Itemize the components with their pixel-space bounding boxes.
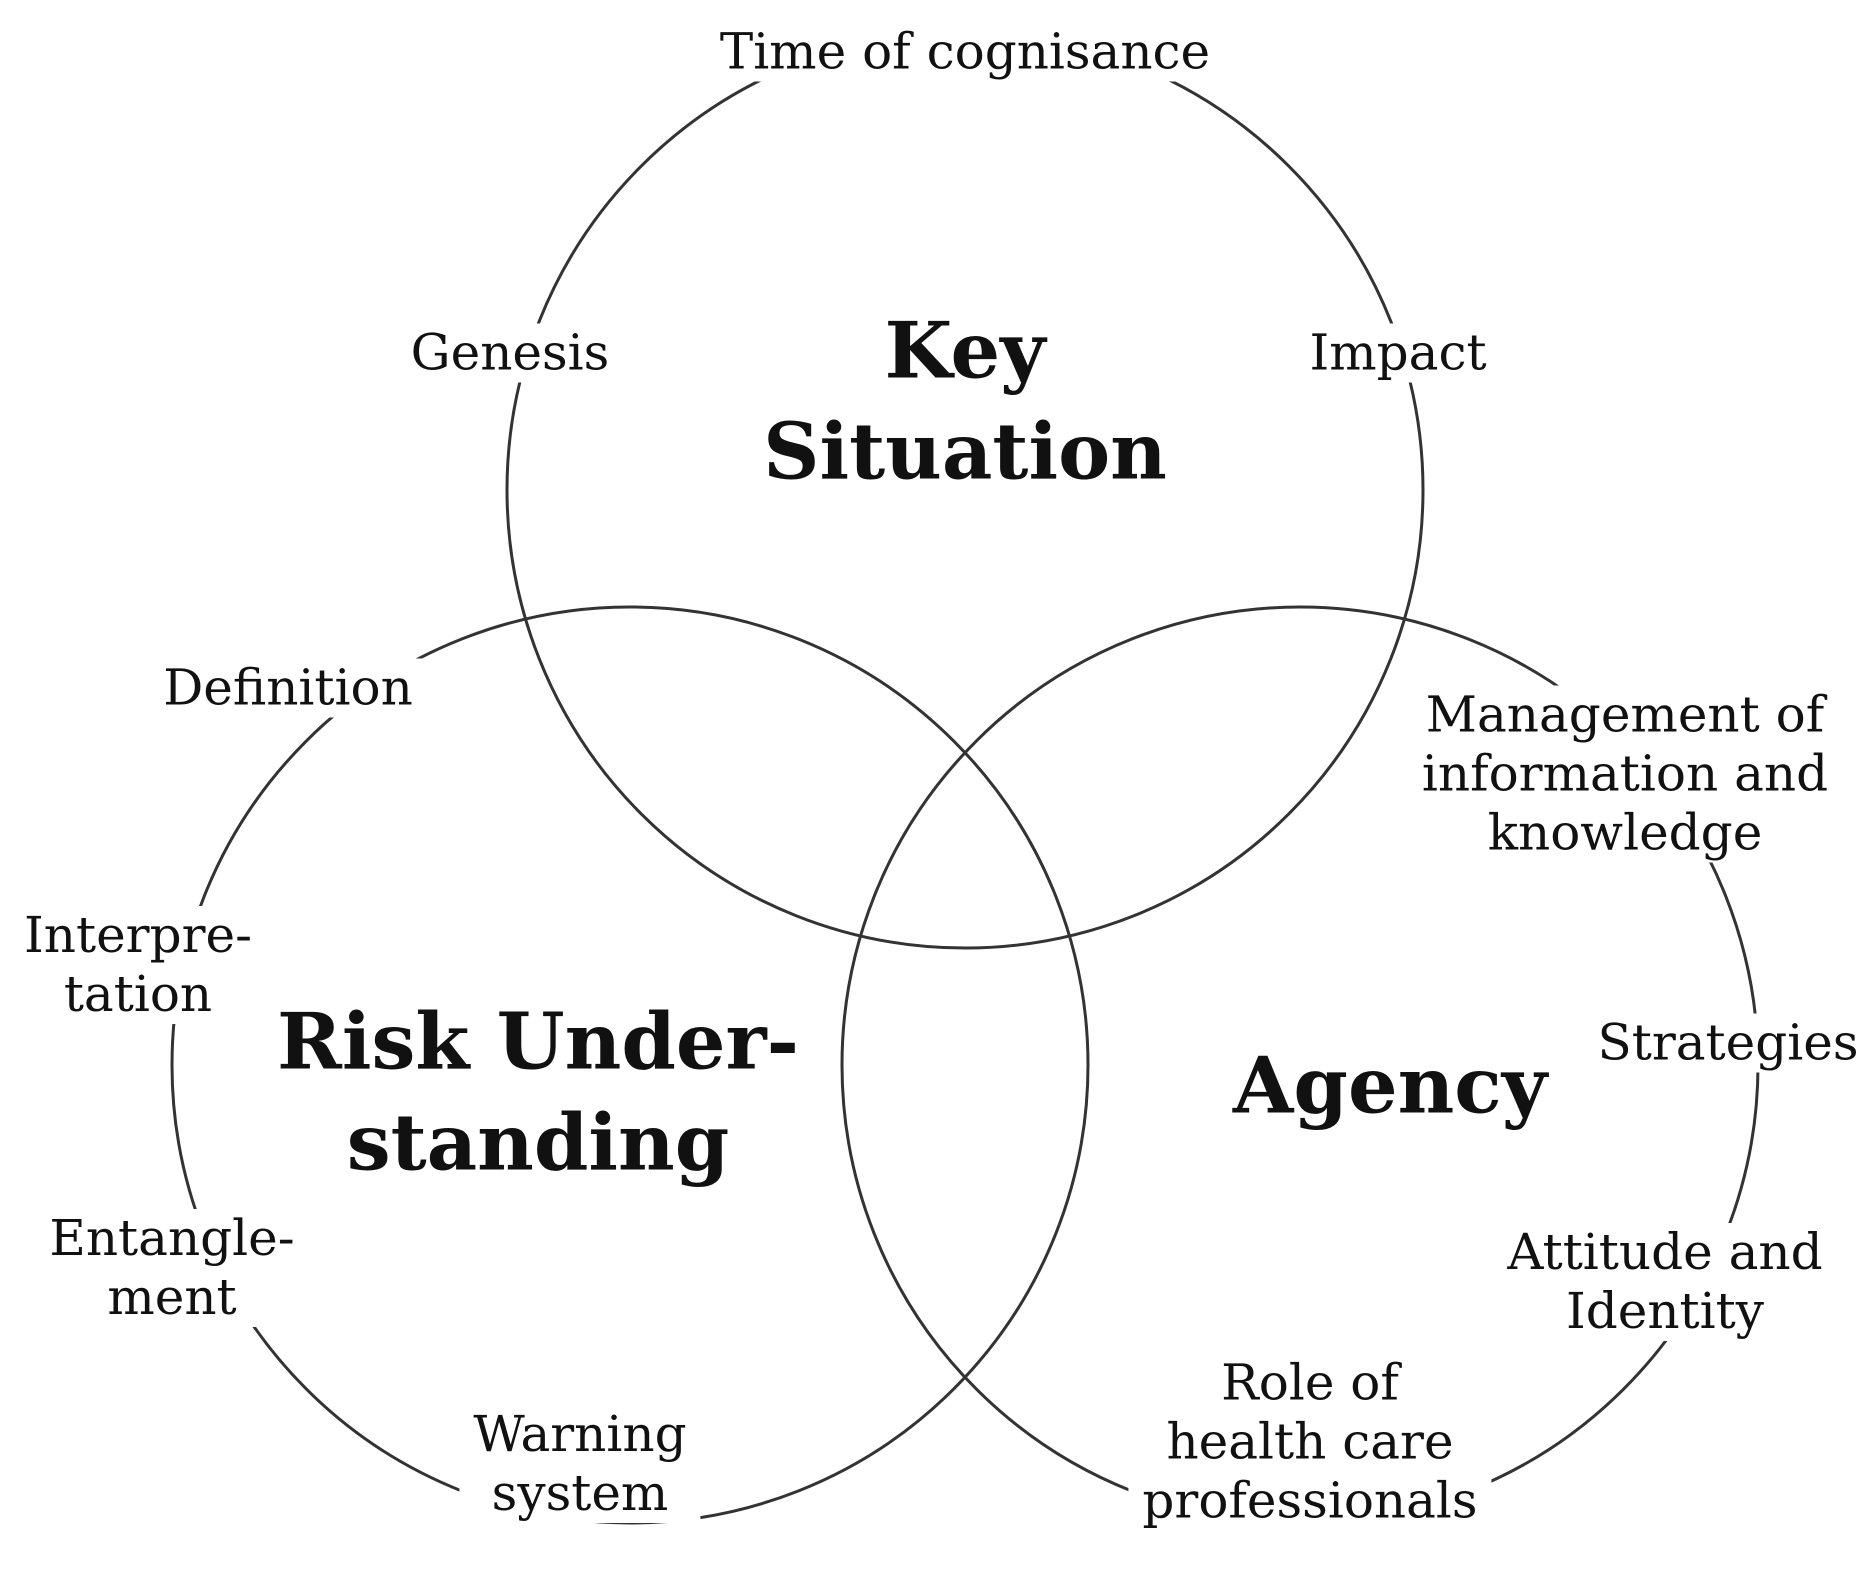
topic-line: Time of cognisance	[719, 22, 1211, 81]
risk-understanding-title-line-2: standing	[346, 1098, 730, 1189]
topic-strategies: Strategies	[1583, 1013, 1872, 1073]
topic-line: Definition	[163, 658, 413, 717]
topic-line: information and	[1421, 744, 1829, 803]
topic-genesis: Genesis	[396, 323, 624, 383]
topic-line: Attitude and	[1507, 1223, 1823, 1281]
topic-attitude-and-identity: Attitude and Identity	[1493, 1223, 1837, 1341]
topic-line: Identity	[1566, 1282, 1764, 1340]
topic-line: knowledge	[1487, 803, 1763, 862]
topic-line: Impact	[1309, 323, 1487, 382]
topic-line: tation	[63, 965, 213, 1023]
topic-definition: Definition	[149, 658, 427, 718]
agency-title: Agency	[1233, 1035, 1547, 1136]
agency-title-line-1: Agency	[1232, 1040, 1548, 1132]
topic-impact: Impact	[1295, 323, 1501, 383]
circle-risk-understanding	[170, 605, 1090, 1525]
topic-time-of-cognisance: Time of cognisance	[705, 22, 1225, 82]
topic-line: Strategies	[1597, 1013, 1859, 1072]
topic-line: professionals	[1142, 1471, 1478, 1530]
topic-interpretation: Interpre- tation	[10, 906, 266, 1024]
topic-role-of-health-care-professionals: Role of health care professionals	[1128, 1353, 1492, 1531]
topic-line: ment	[107, 1268, 237, 1326]
key-situation-title-line-2: Situation	[763, 407, 1167, 498]
topic-line: Warning	[473, 1405, 687, 1463]
topic-warning-system: Warning system	[459, 1405, 701, 1523]
topic-line: Management of	[1425, 685, 1825, 744]
topic-line: Entangle-	[49, 1209, 295, 1267]
topic-entanglement: Entangle- ment	[35, 1209, 309, 1327]
topic-line: Interpre-	[24, 906, 252, 964]
risk-understanding-title-line-1: Risk Under-	[277, 996, 799, 1088]
key-situation-title: Key Situation	[763, 301, 1167, 504]
risk-understanding-title: Risk Under- standing	[277, 992, 799, 1195]
topic-line: system	[491, 1464, 669, 1522]
topic-line: Genesis	[410, 323, 610, 382]
topic-line: health care	[1166, 1412, 1454, 1471]
topic-management-of-information: Management of information and knowledge	[1407, 685, 1843, 863]
topic-line: Role of	[1221, 1353, 1399, 1412]
key-situation-title-line-1: Key	[884, 305, 1046, 397]
